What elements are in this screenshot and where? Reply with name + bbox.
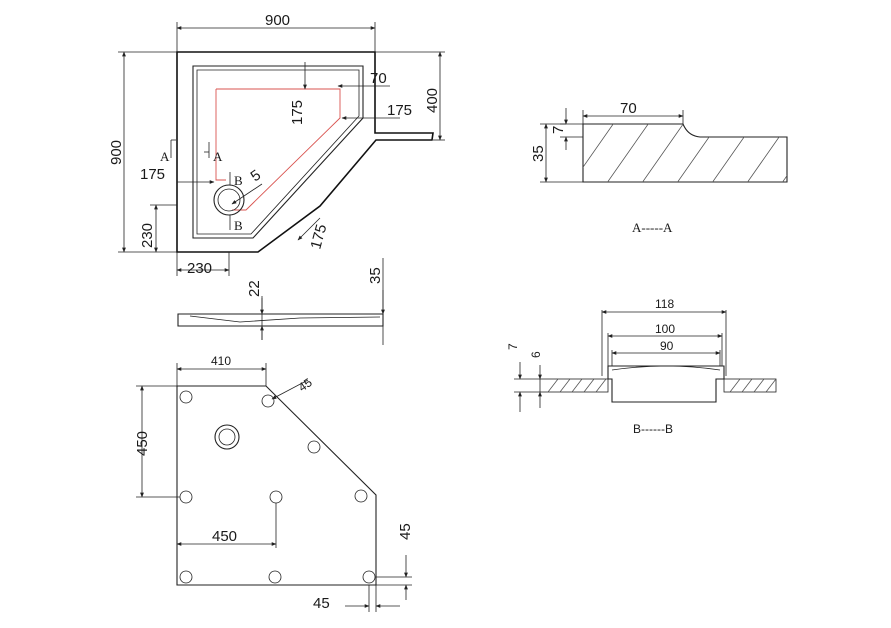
tray-outer-outline [176, 51, 434, 253]
base-foot-hole [268, 570, 282, 584]
drain-inner-circle [217, 188, 241, 212]
dim-450-vertical: 450 [134, 431, 151, 456]
section-b-floor-left [539, 378, 609, 393]
profile-outline [177, 313, 384, 327]
dim-230-horizontal: 230 [187, 260, 212, 277]
dim-35-section: 35 [530, 145, 547, 162]
dim-line-175-diag [297, 217, 321, 241]
dim-45-diag: 45 [296, 375, 315, 394]
base-view: 410 45 450 450 45 45 [134, 354, 414, 612]
dim-line-5 [231, 183, 263, 205]
dim-line-45-diag [271, 379, 309, 400]
dim-7-section-a: 7 [550, 126, 567, 134]
dim-22: 22 [246, 280, 263, 297]
red-guide-line [216, 88, 341, 211]
dim-900-left: 900 [108, 140, 125, 165]
dim-7-section-b: 7 [506, 343, 520, 350]
dim-45-bottom: 45 [313, 595, 330, 612]
dim-175-inner: 175 [289, 100, 306, 125]
dim-400: 400 [424, 88, 441, 113]
dim-5: 5 [248, 167, 265, 186]
base-foot-hole [354, 489, 368, 503]
plan-view: 900 900 400 70 175 175 175 A A B B [108, 12, 445, 277]
dim-900-top: 900 [265, 12, 290, 29]
profile-view: 22 35 [177, 258, 385, 345]
dim-410: 410 [211, 354, 231, 368]
dim-175-left: 175 [140, 166, 165, 183]
dim-6: 6 [529, 351, 543, 358]
section-a-marker-right: A [213, 149, 223, 164]
dim-45-right: 45 [397, 523, 414, 540]
dim-450-horizontal: 450 [212, 528, 237, 545]
tray-inner-rim [192, 65, 364, 239]
dim-90: 90 [660, 339, 674, 353]
dim-118: 118 [655, 297, 674, 311]
base-outline [176, 385, 377, 586]
dim-100: 100 [655, 322, 675, 336]
base-drain-outer [214, 424, 240, 450]
section-b-marker-bottom: B [234, 218, 243, 233]
section-a-hatching [583, 124, 787, 182]
dim-70-plan: 70 [370, 70, 387, 87]
dim-175-diag: 175 [307, 222, 330, 251]
base-foot-hole [269, 490, 283, 504]
dim-70-section: 70 [620, 100, 637, 117]
section-b-marker-top: B [234, 173, 243, 188]
section-b-hatching [547, 378, 777, 393]
red-guide-line-left [215, 89, 226, 181]
section-a-outline [582, 123, 788, 183]
base-foot-hole [307, 440, 321, 454]
section-b-caption: B------B [633, 422, 673, 436]
base-foot-hole [362, 570, 376, 584]
section-a-view: 70 7 35 A-----A [530, 100, 788, 235]
dim-175-right: 175 [387, 102, 412, 119]
dim-230-vertical: 230 [139, 223, 156, 248]
section-b-drain-body [607, 365, 725, 403]
dim-35-profile: 35 [367, 267, 384, 284]
section-a-marker-left: A [160, 149, 170, 164]
base-foot-hole [179, 390, 193, 404]
tray-inner-rim-2 [196, 69, 360, 235]
drain-outer-circle [213, 184, 245, 216]
section-b-view: 118 100 90 7 6 B------B [506, 297, 777, 436]
base-drain-inner [218, 428, 236, 446]
section-a-caption: A-----A [632, 220, 673, 235]
section-b-floor-right [723, 378, 777, 393]
base-foot-hole [179, 490, 193, 504]
base-foot-hole [261, 394, 275, 408]
base-foot-hole [179, 570, 193, 584]
